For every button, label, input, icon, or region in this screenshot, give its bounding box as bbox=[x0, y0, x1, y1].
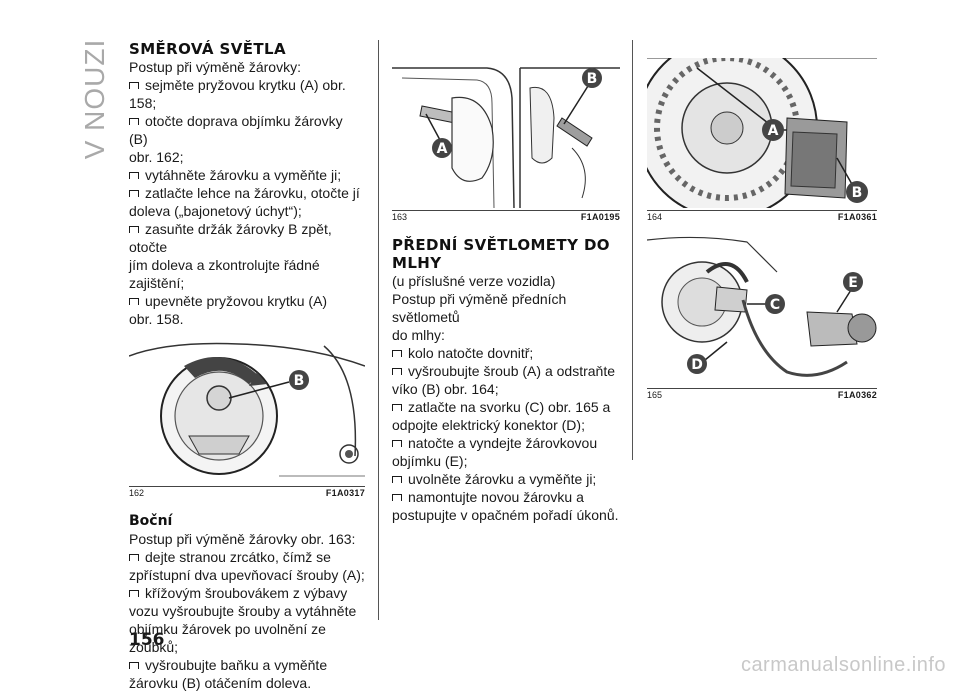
section-side-tab: V NOUZI bbox=[79, 38, 110, 160]
subsection-title: Boční bbox=[129, 513, 173, 529]
checkbox-bullet-icon bbox=[392, 368, 402, 375]
checkbox-bullet-icon bbox=[129, 554, 139, 561]
checkbox-bullet-icon bbox=[392, 404, 402, 411]
list-item: kolo natočte dovnitř; bbox=[392, 344, 620, 362]
list-item: sejměte pryžovou krytku (A) obr. 158; bbox=[129, 77, 346, 111]
list-item: vytáhněte žárovku a vyměňte ji; bbox=[129, 166, 365, 184]
callout-label: A bbox=[768, 123, 779, 139]
list-item: otočte doprava objímku žárovky (B)obr. 1… bbox=[129, 113, 343, 165]
callout-label: D bbox=[691, 357, 703, 373]
checkbox-bullet-icon bbox=[129, 226, 139, 233]
column-divider bbox=[378, 40, 379, 620]
column-3: A B 164 F1A0361 C E D bbox=[647, 58, 877, 400]
figure-code: F1A0361 bbox=[837, 212, 877, 222]
checkbox-bullet-icon bbox=[129, 172, 139, 179]
figure-165: C E D 165 F1A0362 bbox=[647, 232, 877, 400]
callout-label: A bbox=[437, 141, 448, 157]
checkbox-bullet-icon bbox=[392, 476, 402, 483]
figure-number: 165 bbox=[647, 390, 663, 400]
figure-code: F1A0195 bbox=[580, 212, 620, 222]
note-text: (u příslušné verze vozidla) bbox=[392, 273, 556, 289]
checkbox-bullet-icon bbox=[129, 118, 139, 125]
column-divider bbox=[632, 40, 633, 460]
lamp-illustration-162: B bbox=[129, 342, 365, 477]
intro-text: Postup při výměně žárovky obr. 163: bbox=[129, 531, 356, 547]
figure-code: F1A0362 bbox=[837, 390, 877, 400]
step-list: sejměte pryžovou krytku (A) obr. 158; ot… bbox=[129, 76, 365, 328]
wheel-illustration-164: A B bbox=[647, 58, 877, 208]
checkbox-bullet-icon bbox=[129, 298, 139, 305]
callout-label: B bbox=[294, 373, 305, 389]
figure-number: 163 bbox=[392, 212, 408, 222]
intro-text: Postup při výměně žárovky: bbox=[129, 59, 301, 75]
callout-label: E bbox=[848, 275, 858, 291]
figure-caption: 165 F1A0362 bbox=[647, 388, 877, 400]
column-1: SMĚROVÁ SVĚTLA Postup při výměně žárovky… bbox=[129, 40, 365, 692]
checkbox-bullet-icon bbox=[129, 190, 139, 197]
list-item: upevněte pryžovou krytku (A)obr. 158. bbox=[129, 293, 328, 327]
figure-code: F1A0317 bbox=[325, 488, 365, 498]
callout-label: C bbox=[770, 297, 780, 313]
figure-caption: 164 F1A0361 bbox=[647, 210, 877, 222]
section-title: SMĚROVÁ SVĚTLA bbox=[129, 40, 286, 58]
figure-number: 162 bbox=[129, 488, 145, 498]
checkbox-bullet-icon bbox=[392, 440, 402, 447]
step-list: kolo natočte dovnitř; vyšroubujte šroub … bbox=[392, 344, 620, 524]
checkbox-bullet-icon bbox=[392, 350, 402, 357]
checkbox-bullet-icon bbox=[129, 82, 139, 89]
figure-caption: 163 F1A0195 bbox=[392, 210, 620, 222]
checkbox-bullet-icon bbox=[392, 494, 402, 501]
figure-163: A B 163 F1A0195 bbox=[392, 58, 620, 222]
checkbox-bullet-icon bbox=[129, 590, 139, 597]
figure-caption: 162 F1A0317 bbox=[129, 486, 365, 498]
callout-label: B bbox=[587, 71, 598, 87]
mirror-illustration-163: A B bbox=[392, 67, 620, 208]
list-item: uvolněte žárovku a vyměňte ji; bbox=[392, 470, 620, 488]
figure-162: B 162 F1A0317 bbox=[129, 336, 365, 498]
foglamp-illustration-165: C E D bbox=[647, 236, 877, 377]
page-number: 156 bbox=[129, 630, 165, 650]
figure-number: 164 bbox=[647, 212, 663, 222]
watermark-footer: carmanualsonline.info bbox=[740, 654, 946, 676]
figure-164: A B 164 F1A0361 bbox=[647, 58, 877, 222]
callout-label: B bbox=[852, 185, 863, 201]
checkbox-bullet-icon bbox=[129, 662, 139, 669]
